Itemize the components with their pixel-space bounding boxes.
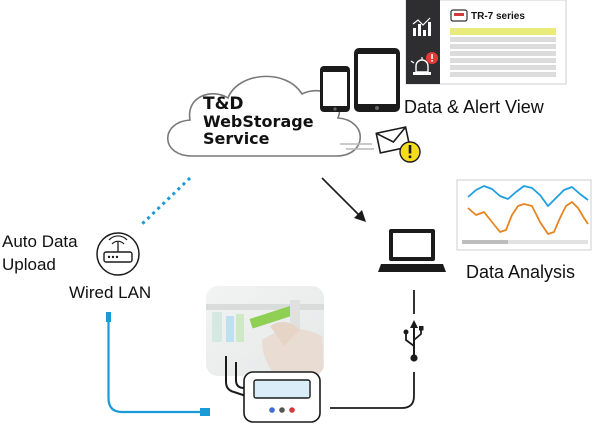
warning-badge-icon bbox=[399, 141, 421, 163]
cloud-title-line3: Service bbox=[203, 129, 270, 148]
wired-lan-label: Wired LAN bbox=[69, 283, 152, 302]
tablet-icon bbox=[354, 48, 400, 112]
cloud-title-line1: T&D bbox=[203, 94, 244, 114]
series-blue-line bbox=[467, 185, 589, 207]
data-logger-device bbox=[225, 356, 321, 423]
router-icon bbox=[96, 232, 140, 276]
cloud-title-line2: WebStorage bbox=[203, 112, 314, 131]
data-table-rows bbox=[450, 28, 556, 77]
alert-view-panel bbox=[405, 0, 567, 85]
laboratory-photo bbox=[206, 286, 324, 376]
laptop-icon bbox=[378, 229, 446, 272]
bar-chart-icon bbox=[412, 17, 431, 36]
cloud-shape bbox=[166, 75, 362, 157]
arrow-cloud-to-laptop bbox=[321, 177, 366, 222]
logger-icon bbox=[450, 9, 468, 22]
panel-series-title: TR-7 series bbox=[471, 11, 525, 22]
auto-upload-dotted-line bbox=[138, 176, 192, 228]
alarm-light-icon bbox=[410, 52, 438, 75]
analysis-chart bbox=[456, 179, 592, 251]
smartphone-icon bbox=[320, 66, 350, 112]
usb-cable bbox=[330, 290, 415, 409]
auto-upload-label-line1: Auto Data bbox=[2, 232, 78, 251]
auto-upload-label-line2: Upload bbox=[2, 255, 56, 274]
data-analysis-caption: Data Analysis bbox=[466, 262, 576, 282]
data-alert-view-caption: Data & Alert View bbox=[404, 97, 544, 117]
lan-cable bbox=[106, 312, 210, 416]
series-orange-line bbox=[467, 201, 589, 235]
email-speed-lines bbox=[340, 143, 374, 150]
usb-icon bbox=[403, 320, 424, 362]
